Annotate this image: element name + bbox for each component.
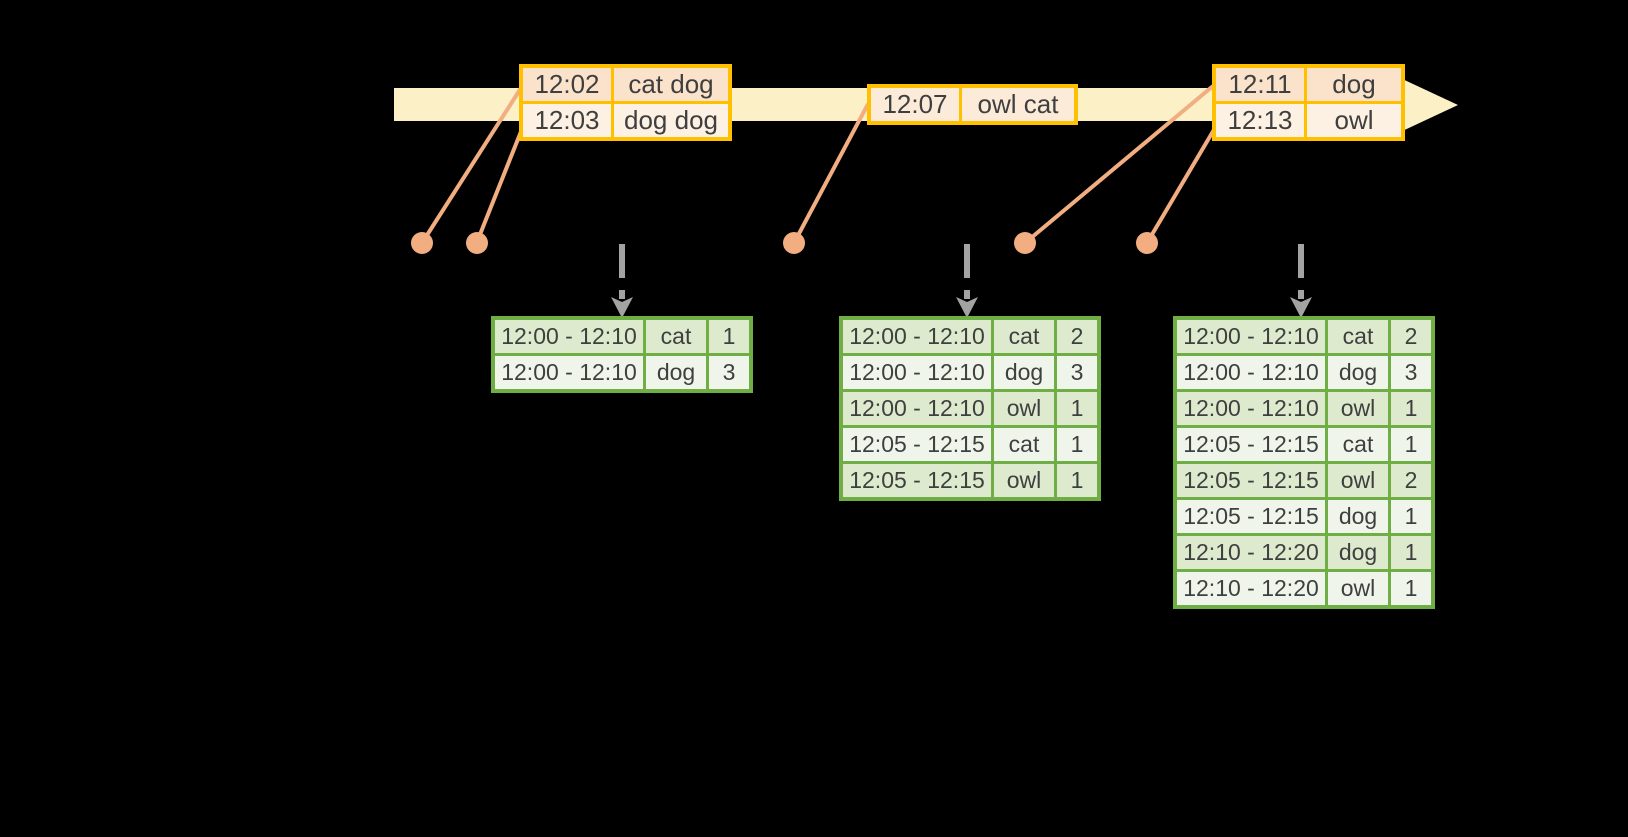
count-cell: 3 (706, 353, 753, 393)
event-dot-icon (411, 232, 433, 254)
count-cell: 1 (1388, 497, 1435, 536)
count-cell: 1 (1388, 425, 1435, 464)
event-words-cell: dog dog (611, 101, 732, 141)
count-cell: 1 (1388, 533, 1435, 572)
event-dot-icon (466, 232, 488, 254)
result-row: 12:05 - 12:15 dog 1 (1173, 497, 1435, 536)
event-table-2: 12:07 owl cat (867, 84, 1078, 125)
window-cell: 12:00 - 12:10 (491, 316, 646, 356)
count-cell: 1 (1388, 569, 1435, 609)
count-cell: 3 (1388, 353, 1435, 392)
result-row: 12:00 - 12:10 cat 2 (1173, 316, 1435, 356)
event-row: 12:02 cat dog (519, 64, 732, 104)
window-cell: 12:00 - 12:10 (1173, 389, 1328, 428)
result-row: 12:05 - 12:15 owl 2 (1173, 461, 1435, 500)
trigger-arrow-icon (956, 244, 978, 318)
word-cell: owl (1325, 389, 1391, 428)
word-cell: cat (643, 316, 709, 356)
window-cell: 12:10 - 12:20 (1173, 533, 1328, 572)
word-cell: cat (991, 316, 1057, 356)
event-time-cell: 12:13 (1212, 101, 1307, 141)
word-cell: owl (1325, 461, 1391, 500)
event-row: 12:13 owl (1212, 101, 1405, 141)
result-row: 12:00 - 12:10 dog 3 (491, 353, 753, 393)
event-row: 12:07 owl cat (867, 84, 1078, 125)
event-dot-icon (783, 232, 805, 254)
word-cell: dog (1325, 353, 1391, 392)
event-row: 12:11 dog (1212, 64, 1405, 104)
count-cell: 3 (1054, 353, 1101, 392)
word-cell: owl (1325, 569, 1391, 609)
event-words-cell: cat dog (611, 64, 732, 104)
word-cell: cat (991, 425, 1057, 464)
result-row: 12:05 - 12:15 cat 1 (839, 425, 1101, 464)
event-row: 12:03 dog dog (519, 101, 732, 141)
count-cell: 2 (1054, 316, 1101, 356)
result-row: 12:00 - 12:10 dog 3 (1173, 353, 1435, 392)
result-row: 12:00 - 12:10 owl 1 (839, 389, 1101, 428)
result-row: 12:10 - 12:20 owl 1 (1173, 569, 1435, 609)
count-cell: 1 (1054, 425, 1101, 464)
word-cell: dog (643, 353, 709, 393)
event-dot-icon (1014, 232, 1036, 254)
count-cell: 2 (1388, 461, 1435, 500)
window-cell: 12:00 - 12:10 (839, 316, 994, 356)
result-row: 12:05 - 12:15 owl 1 (839, 461, 1101, 501)
window-cell: 12:05 - 12:15 (839, 461, 994, 501)
count-cell: 2 (1388, 316, 1435, 356)
event-time-cell: 12:11 (1212, 64, 1307, 104)
event-connector-line (1145, 126, 1217, 245)
result-table-3: 12:00 - 12:10 cat 2 12:00 - 12:10 dog 3 … (1173, 316, 1435, 609)
event-table-1: 12:02 cat dog 12:03 dog dog (519, 64, 732, 141)
result-row: 12:10 - 12:20 dog 1 (1173, 533, 1435, 572)
event-time-cell: 12:02 (519, 64, 614, 104)
event-connector-line (792, 103, 870, 244)
timeline-arrowhead-icon (1396, 76, 1458, 134)
word-cell: owl (991, 461, 1057, 501)
event-dot-icon (1136, 232, 1158, 254)
event-time-cell: 12:03 (519, 101, 614, 141)
result-row: 12:00 - 12:10 dog 3 (839, 353, 1101, 392)
word-cell: dog (1325, 533, 1391, 572)
count-cell: 1 (1054, 461, 1101, 501)
window-cell: 12:05 - 12:15 (1173, 461, 1328, 500)
event-table-3: 12:11 dog 12:13 owl (1212, 64, 1405, 141)
event-time-cell: 12:07 (867, 84, 962, 125)
window-cell: 12:05 - 12:15 (1173, 425, 1328, 464)
trigger-arrows (611, 244, 1312, 318)
window-cell: 12:05 - 12:15 (839, 425, 994, 464)
word-cell: dog (991, 353, 1057, 392)
trigger-arrow-icon (611, 244, 633, 318)
window-cell: 12:00 - 12:10 (839, 389, 994, 428)
window-cell: 12:00 - 12:10 (839, 353, 994, 392)
result-row: 12:05 - 12:15 cat 1 (1173, 425, 1435, 464)
event-words-cell: owl cat (959, 84, 1078, 125)
count-cell: 1 (1054, 389, 1101, 428)
window-cell: 12:00 - 12:10 (1173, 353, 1328, 392)
word-cell: cat (1325, 316, 1391, 356)
result-row: 12:00 - 12:10 cat 2 (839, 316, 1101, 356)
result-row: 12:00 - 12:10 cat 1 (491, 316, 753, 356)
word-cell: owl (991, 389, 1057, 428)
window-cell: 12:05 - 12:15 (1173, 497, 1328, 536)
trigger-arrow-icon (1290, 244, 1312, 318)
result-table-1: 12:00 - 12:10 cat 1 12:00 - 12:10 dog 3 (491, 316, 753, 393)
result-table-2: 12:00 - 12:10 cat 2 12:00 - 12:10 dog 3 … (839, 316, 1101, 501)
word-cell: dog (1325, 497, 1391, 536)
window-cell: 12:10 - 12:20 (1173, 569, 1328, 609)
event-dots (411, 232, 1158, 254)
count-cell: 1 (706, 316, 753, 356)
event-connector-line (475, 123, 526, 243)
count-cell: 1 (1388, 389, 1435, 428)
event-words-cell: dog (1304, 64, 1405, 104)
result-row: 12:00 - 12:10 owl 1 (1173, 389, 1435, 428)
window-cell: 12:00 - 12:10 (491, 353, 646, 393)
event-words-cell: owl (1304, 101, 1405, 141)
word-cell: cat (1325, 425, 1391, 464)
window-cell: 12:00 - 12:10 (1173, 316, 1328, 356)
